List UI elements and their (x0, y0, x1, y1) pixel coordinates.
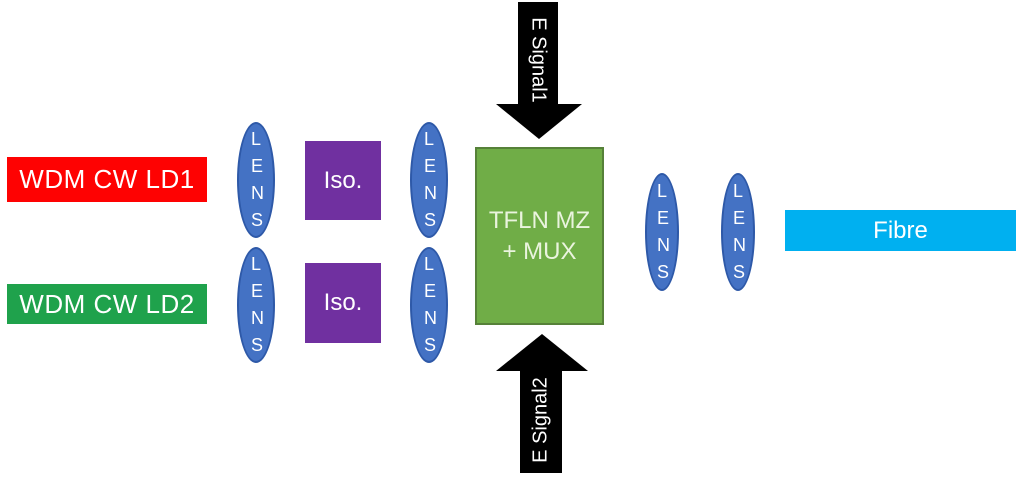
wdm-cw-ld1-label: WDM CW LD1 (19, 164, 195, 194)
lens-ellipse-5: LENS (645, 173, 679, 291)
lens-ellipse-2: LENS (237, 247, 275, 363)
lens-ellipse-1: LENS (237, 122, 275, 238)
isolator-1-label: Iso. (323, 166, 363, 194)
fibre-label: Fibre (873, 216, 928, 244)
e-signal1-arrow-down-icon (496, 104, 582, 139)
e-signal2-arrow-up-icon (496, 334, 588, 371)
wdm-cw-ld2-box: WDM CW LD2 (7, 284, 207, 324)
e-signal1-label: E Signal1 (527, 17, 550, 103)
e-signal2-arrow-shaft (520, 370, 562, 473)
lens-label: LENS (657, 181, 670, 282)
lens-label: LENS (424, 254, 437, 355)
e-signal1-arrow-shaft (518, 2, 558, 105)
fibre-box: Fibre (785, 210, 1016, 251)
tfln-mz-mux-box: TFLN MZ + MUX (475, 147, 604, 325)
tfln-mz-mux-label-line1: TFLN MZ (488, 207, 591, 234)
tfln-mz-mux-label-line2: + MUX (502, 238, 577, 265)
lens-label: LENS (424, 129, 437, 230)
isolator-2-box: Iso. (305, 263, 381, 343)
wdm-cw-ld2-label: WDM CW LD2 (19, 288, 195, 319)
wdm-cw-ld1-box: WDM CW LD1 (7, 157, 207, 202)
lens-ellipse-3: LENS (410, 122, 448, 238)
lens-ellipse-4: LENS (410, 247, 448, 363)
e-signal2-label: E Signal2 (529, 377, 552, 463)
lens-label: LENS (251, 254, 264, 355)
isolator-1-box: Iso. (305, 141, 381, 220)
lens-ellipse-6: LENS (721, 173, 755, 291)
lens-label: LENS (251, 129, 264, 230)
lens-label: LENS (733, 181, 746, 282)
isolator-2-label: Iso. (323, 289, 363, 316)
